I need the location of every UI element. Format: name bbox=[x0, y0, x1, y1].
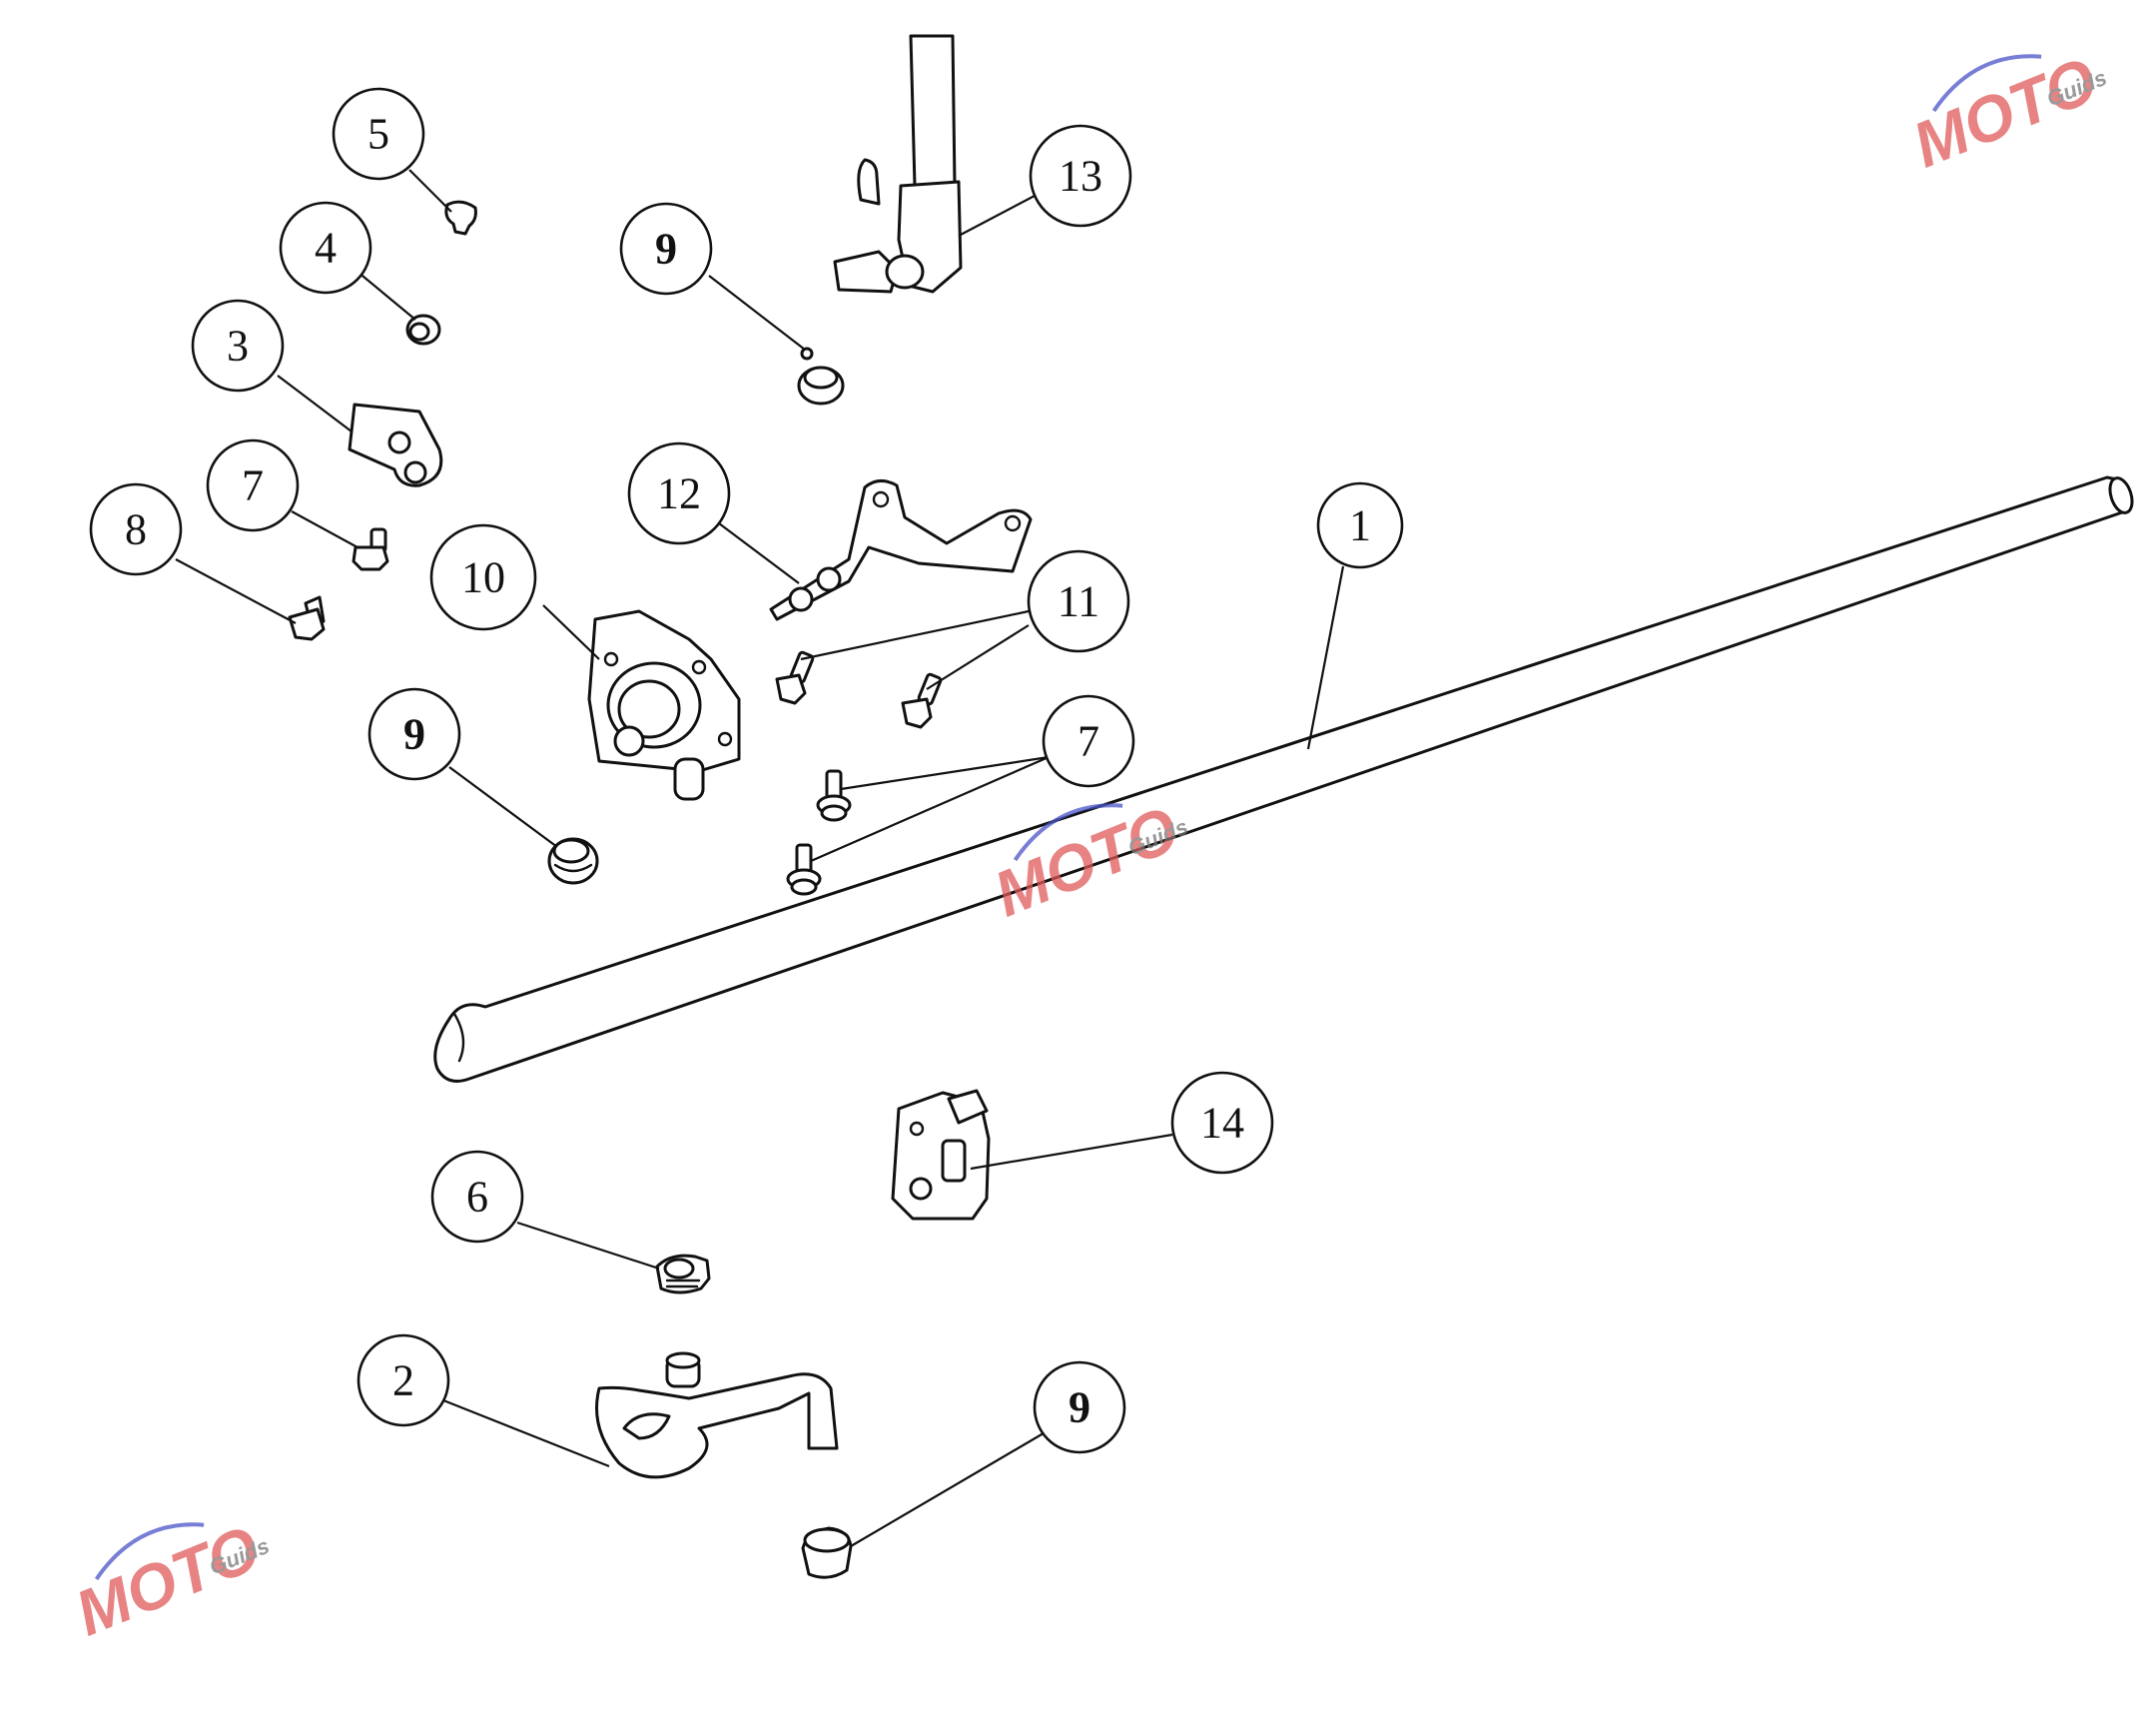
callout-2: 2 bbox=[357, 1333, 450, 1427]
part-6-clamp bbox=[655, 1254, 711, 1294]
callout-6: 6 bbox=[430, 1150, 524, 1244]
leader-11-1 bbox=[800, 609, 1030, 661]
leader-1 bbox=[1306, 565, 1345, 750]
callout-10: 10 bbox=[429, 523, 537, 631]
leader-10 bbox=[542, 604, 600, 660]
leader-13 bbox=[958, 195, 1036, 237]
part-9-clamp-middle bbox=[547, 837, 599, 885]
svg-text:MOTO: MOTO bbox=[66, 1511, 270, 1649]
callout-4-label: 4 bbox=[315, 224, 337, 273]
callout-8-label: 8 bbox=[125, 505, 147, 554]
leader-9a bbox=[708, 275, 806, 351]
callout-3-label: 3 bbox=[227, 322, 249, 371]
callout-9a-label: 9 bbox=[655, 225, 677, 274]
part-3-bracket bbox=[348, 403, 443, 487]
callout-13-label: 13 bbox=[1059, 152, 1102, 201]
leader-3 bbox=[277, 375, 353, 432]
part-10-throttle-body bbox=[587, 609, 741, 801]
part-5-cap bbox=[444, 200, 477, 236]
callout-1-label: 1 bbox=[1349, 501, 1371, 550]
part-13-hose-fitting bbox=[833, 34, 963, 294]
svg-text:MOTO: MOTO bbox=[1903, 43, 2107, 181]
part-11-bolt-b bbox=[901, 672, 943, 729]
watermark-logo-top-right: MOTO Guids bbox=[1903, 43, 2110, 181]
callout-7b: 7 bbox=[1042, 694, 1135, 788]
leader-lines bbox=[175, 169, 1345, 1547]
part-8-bolt bbox=[288, 595, 326, 641]
leader-12 bbox=[718, 522, 800, 584]
part-2-curved-hose bbox=[595, 1351, 839, 1479]
leader-6 bbox=[516, 1221, 660, 1271]
part-1-long-hose bbox=[433, 475, 2134, 1083]
callout-5-label: 5 bbox=[367, 110, 389, 159]
leader-5 bbox=[408, 169, 452, 213]
leader-11-2 bbox=[926, 624, 1030, 690]
part-4-grommet bbox=[405, 314, 441, 346]
part-7-bolt-center-b bbox=[786, 843, 822, 896]
leader-2 bbox=[442, 1398, 610, 1468]
callout-3: 3 bbox=[191, 299, 285, 393]
callout-9b: 9 bbox=[367, 687, 461, 781]
callout-14-label: 14 bbox=[1200, 1099, 1244, 1148]
callout-9b-label: 9 bbox=[403, 710, 425, 759]
part-11-bolt-a bbox=[775, 650, 815, 705]
callout-1: 1 bbox=[1316, 481, 1404, 569]
callout-11: 11 bbox=[1027, 549, 1130, 653]
callout-9a: 9 bbox=[619, 202, 713, 296]
part-9-clamp-top bbox=[797, 347, 845, 406]
leader-4 bbox=[357, 271, 416, 321]
callout-7b-label: 7 bbox=[1078, 717, 1099, 766]
callout-6-label: 6 bbox=[466, 1173, 488, 1222]
callout-7a-label: 7 bbox=[242, 461, 264, 510]
callout-14: 14 bbox=[1170, 1071, 1274, 1175]
leader-7b-2 bbox=[810, 755, 1050, 863]
callout-9c: 9 bbox=[1033, 1360, 1126, 1454]
part-7-bolt-upper bbox=[352, 527, 389, 571]
callout-12: 12 bbox=[627, 441, 731, 545]
callout-9c-label: 9 bbox=[1069, 1383, 1090, 1432]
leader-14 bbox=[970, 1133, 1173, 1171]
part-7-bolt-center-a bbox=[816, 769, 852, 822]
leader-9c bbox=[850, 1429, 1050, 1547]
callout-12-label: 12 bbox=[657, 469, 701, 518]
leader-7a bbox=[291, 510, 359, 548]
callout-5: 5 bbox=[332, 87, 425, 181]
watermark-logo-bottom-left: MOTO Guids bbox=[66, 1511, 273, 1649]
leader-9b bbox=[448, 766, 558, 848]
callout-8: 8 bbox=[89, 482, 183, 576]
part-9-clamp-bottom bbox=[801, 1526, 853, 1579]
callout-4: 4 bbox=[279, 201, 372, 295]
part-12-bracket-plate bbox=[769, 479, 1033, 621]
callout-11-label: 11 bbox=[1058, 577, 1099, 626]
callout-7a: 7 bbox=[206, 438, 300, 532]
leader-8 bbox=[175, 558, 297, 624]
callout-10-label: 10 bbox=[461, 553, 505, 602]
leader-7b-1 bbox=[840, 755, 1050, 791]
callout-13: 13 bbox=[1029, 124, 1132, 228]
callout-2-label: 2 bbox=[392, 1356, 414, 1405]
part-14-sensor bbox=[891, 1089, 991, 1221]
